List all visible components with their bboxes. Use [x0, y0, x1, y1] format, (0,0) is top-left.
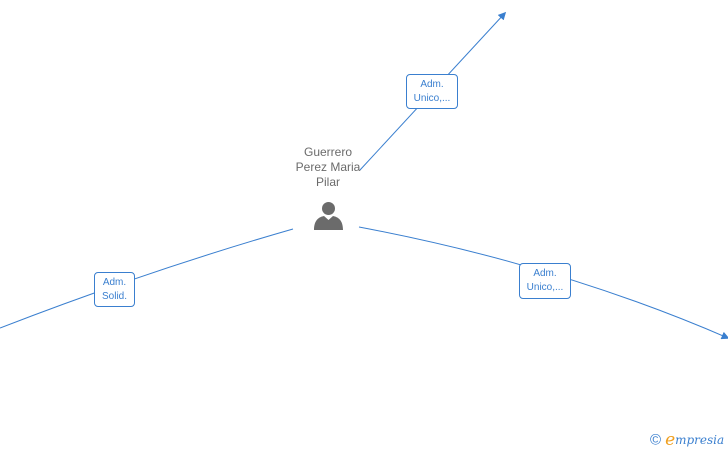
person-icon[interactable] — [313, 200, 344, 231]
role-label-line-1: Adm. — [102, 277, 127, 288]
person-name-line-1: Guerrero — [303, 145, 353, 159]
role-label-line-2: Unico,... — [413, 93, 451, 104]
role-box-left[interactable]: Adm. Solid. — [94, 272, 135, 307]
copyright-icon: © — [650, 431, 662, 449]
role-label-line-1: Adm. — [420, 79, 444, 90]
role-box-top-right[interactable]: Adm. Unico,... — [406, 74, 458, 109]
edge-to-left — [0, 228, 294, 329]
person-name-line-2: Perez Maria — [295, 160, 361, 174]
empresia-logo: ©empresia — [650, 430, 728, 450]
role-box-right[interactable]: Adm. Unico,... — [519, 263, 571, 299]
person-name[interactable]: Guerrero Perez Maria Pilar — [278, 145, 378, 190]
role-label-line-2: Solid. — [101, 291, 127, 302]
logo-text: mpresia — [675, 433, 725, 447]
role-label-line-1: Adm. — [533, 268, 557, 279]
person-name-line-3: Pilar — [315, 175, 340, 189]
role-label-line-2: Unico,... — [526, 282, 564, 293]
logo-initial: e — [665, 430, 676, 450]
